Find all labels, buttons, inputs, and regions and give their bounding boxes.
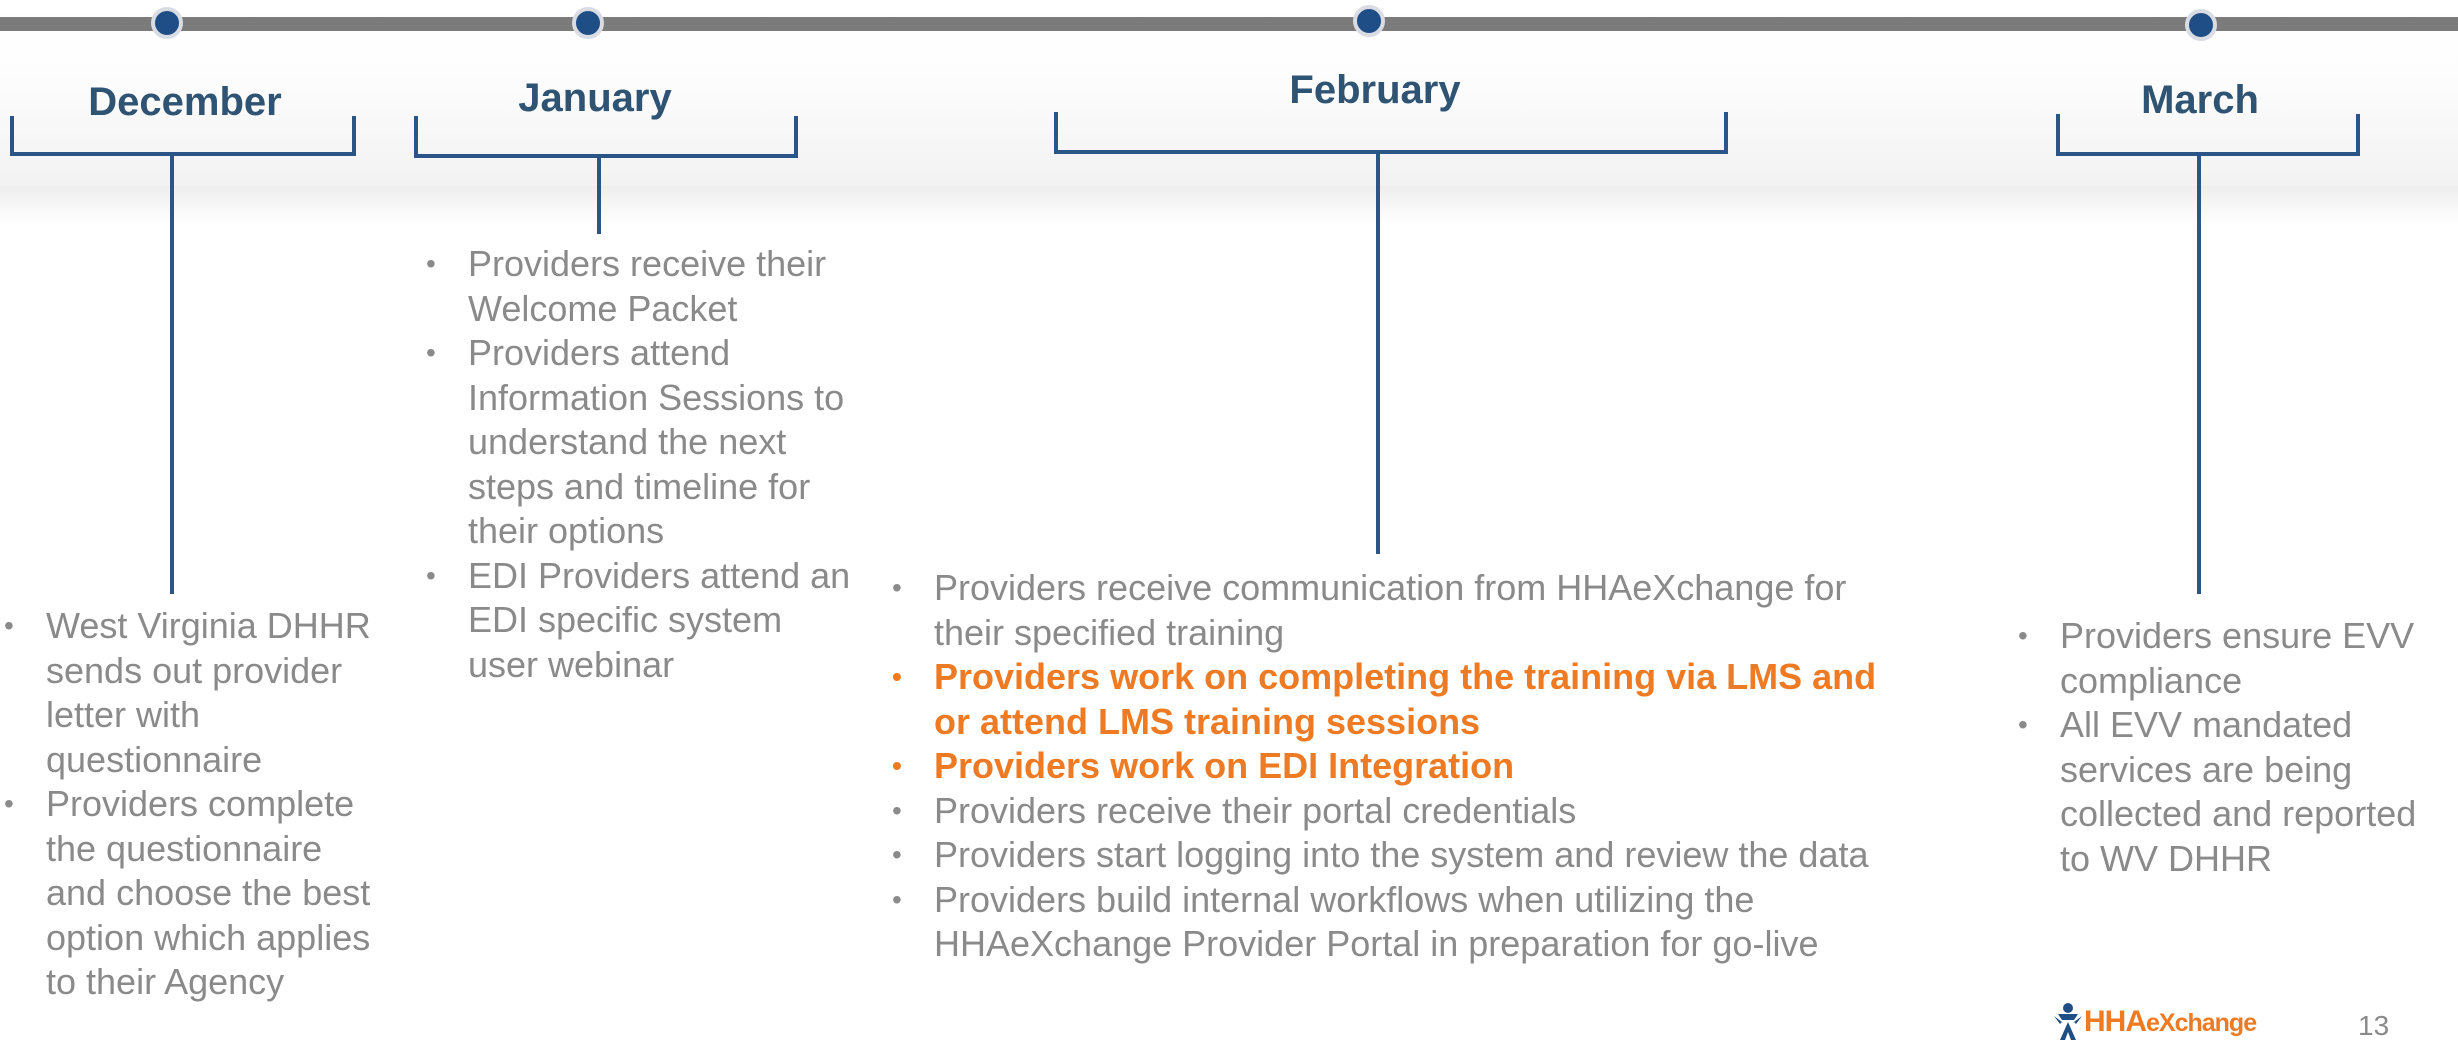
list-item: Providers ensure EVV compliance (2014, 614, 2454, 703)
bracket-march (2056, 114, 2360, 156)
list-item: West Virginia DHHR sends out provider le… (0, 604, 386, 782)
hhaexchange-logo: HHAeXchange (2054, 1002, 2257, 1042)
stem-january (597, 154, 601, 234)
month-heading-february: February (1289, 68, 1461, 112)
list-item: Providers build internal workflows when … (888, 878, 1898, 967)
stem-february (1376, 150, 1380, 554)
list-item: Providers attend Information Sessions to… (422, 331, 862, 554)
list-item: Providers receive communication from HHA… (888, 566, 1898, 655)
header-band (0, 0, 2458, 186)
bullets-january: Providers receive their Welcome Packet P… (422, 242, 862, 687)
caregiver-person-icon (2054, 1003, 2082, 1040)
header-band-shadow (0, 186, 2458, 226)
list-item-highlight: Providers work on completing the trainin… (888, 655, 1898, 744)
bracket-february (1054, 112, 1728, 154)
stem-march (2197, 152, 2201, 594)
list-item: All EVV mandated services are being coll… (2014, 703, 2454, 881)
logo-brand-text: HHA (2084, 1005, 2147, 1038)
month-heading-march: March (2141, 78, 2259, 122)
month-heading-january: January (518, 76, 672, 120)
logo-suffix-text: eXchange (2146, 1009, 2257, 1037)
bracket-january (414, 116, 798, 158)
bracket-december (10, 116, 356, 156)
bullets-february: Providers receive communication from HHA… (888, 566, 1898, 967)
list-item: Providers complete the questionnaire and… (0, 782, 386, 1005)
list-item: Providers receive their Welcome Packet (422, 242, 862, 331)
timeline-dot-january (572, 7, 604, 39)
month-heading-december: December (88, 80, 282, 124)
page-number: 13 (2358, 1010, 2390, 1041)
stem-december (170, 152, 174, 594)
timeline-dot-december (151, 7, 183, 39)
bullets-december: West Virginia DHHR sends out provider le… (0, 604, 386, 1005)
list-item: EDI Providers attend an EDI specific sys… (422, 554, 862, 688)
list-item: Providers start logging into the system … (888, 833, 1898, 878)
bullets-march: Providers ensure EVV compliance All EVV … (2014, 614, 2454, 881)
timeline-dot-march (2185, 9, 2217, 41)
timeline-bar (0, 17, 2458, 31)
list-item-highlight: Providers work on EDI Integration (888, 744, 1898, 789)
timeline-dot-february (1353, 5, 1385, 37)
list-item: Providers receive their portal credentia… (888, 789, 1898, 834)
